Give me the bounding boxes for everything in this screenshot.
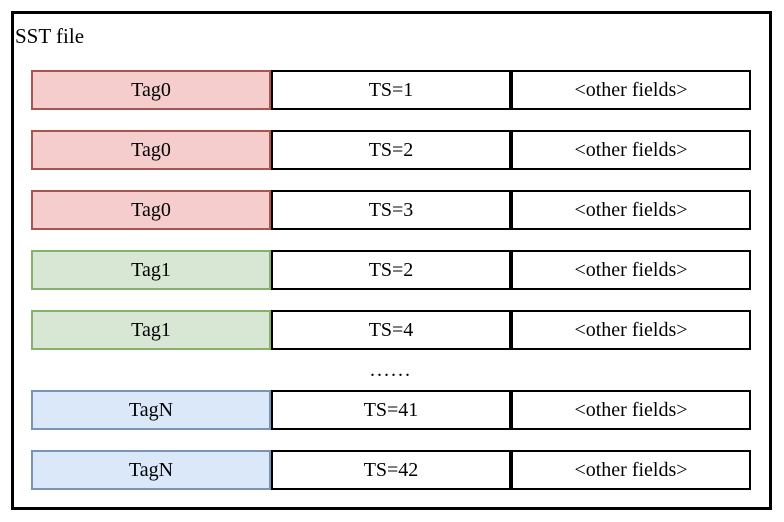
timestamp-cell: TS=2 [271, 250, 511, 290]
timestamp-cell: TS=42 [271, 450, 511, 490]
ellipsis-dots: ...... [370, 358, 412, 381]
other-fields-cell: <other fields> [511, 450, 751, 490]
tag-cell: TagN [31, 450, 271, 490]
other-fields-cell: <other fields> [511, 390, 751, 430]
tag-cell: Tag0 [31, 70, 271, 110]
timestamp-cell: TS=4 [271, 310, 511, 350]
timestamp-cell: TS=2 [271, 130, 511, 170]
other-fields-cell: <other fields> [511, 130, 751, 170]
timestamp-cell: TS=1 [271, 70, 511, 110]
tag-cell: Tag1 [31, 310, 271, 350]
tag-cell: Tag1 [31, 250, 271, 290]
other-fields-cell: <other fields> [511, 70, 751, 110]
tag-cell: Tag0 [31, 190, 271, 230]
timestamp-cell: TS=41 [271, 390, 511, 430]
other-fields-cell: <other fields> [511, 250, 751, 290]
other-fields-cell: <other fields> [511, 190, 751, 230]
tag-cell: TagN [31, 390, 271, 430]
sst-file-label: SST file [15, 24, 85, 48]
timestamp-cell: TS=3 [271, 190, 511, 230]
other-fields-cell: <other fields> [511, 310, 751, 350]
tag-cell: Tag0 [31, 130, 271, 170]
